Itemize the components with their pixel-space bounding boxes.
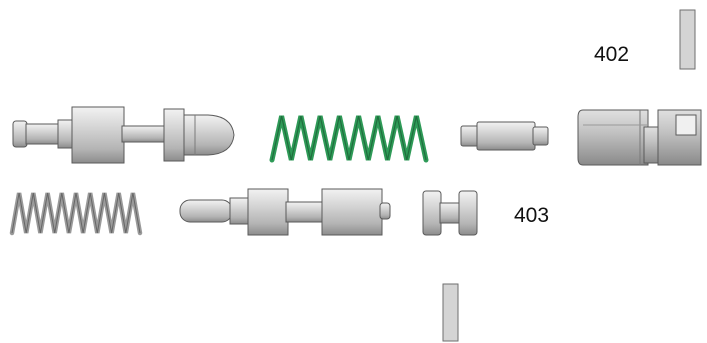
small-plunger [460, 121, 549, 151]
pin-bottom [442, 283, 459, 342]
pin-402 [679, 9, 696, 70]
piston-rounded-tip [12, 106, 235, 164]
spool-piece-403 [422, 190, 478, 236]
label-402: 402 [594, 43, 629, 66]
label-403: 403 [514, 204, 549, 227]
gray-spring [9, 192, 143, 236]
valve-housing [577, 109, 702, 166]
green-spring [269, 115, 429, 163]
spool-valve [179, 188, 391, 236]
